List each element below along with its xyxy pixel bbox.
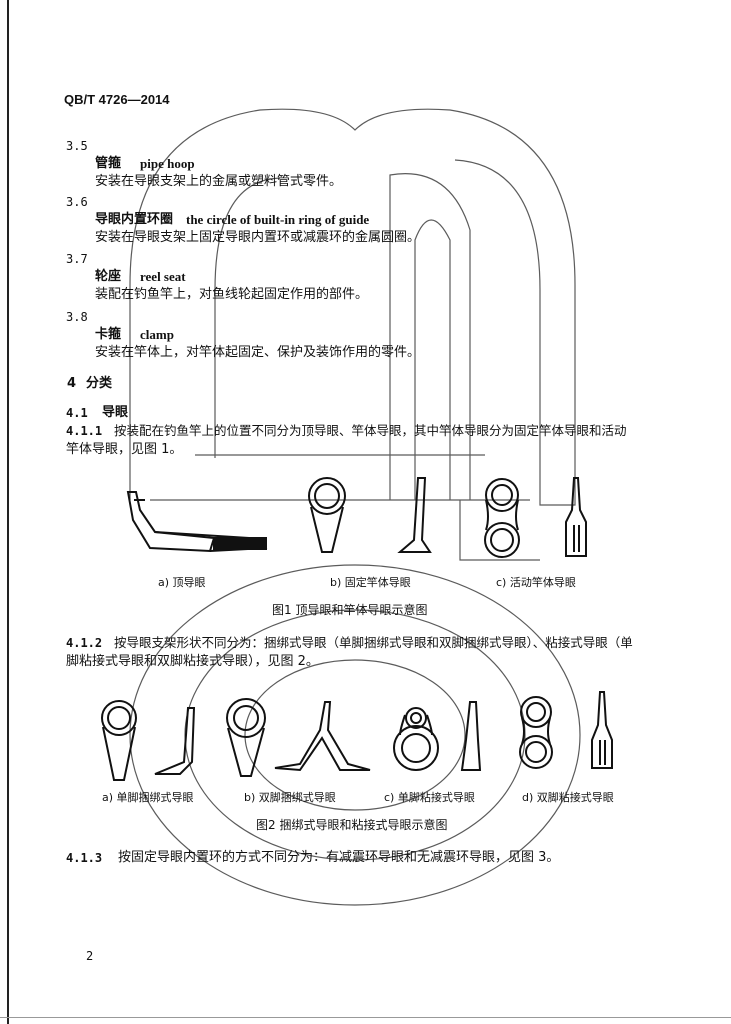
fixed-body-guide-drawing	[308, 477, 432, 553]
figure-caption: c) 单脚粘接式导眼	[384, 791, 475, 804]
double-foot-binding-guide-drawing	[226, 698, 371, 777]
figure-caption: c) 活动竿体导眼	[496, 576, 576, 589]
figure-caption: a) 顶导眼	[158, 576, 206, 589]
section-number: 3.6	[66, 195, 88, 209]
figure-title: 图1 顶导眼和竿体导眼示意图	[272, 603, 428, 617]
term-definition: 安装在竿体上，对竿体起固定、保护及装饰作用的零件。	[95, 345, 421, 360]
figure-title: 图2 捆绑式导眼和粘接式导眼示意图	[256, 818, 448, 832]
term-chinese: 管箍	[95, 156, 122, 171]
paragraph-number: 4.1.1	[66, 424, 103, 438]
single-foot-glued-guide-drawing	[393, 701, 482, 771]
section-number: 3.7	[66, 252, 88, 266]
paragraph-text: 按装配在钓鱼竿上的位置不同分为顶导眼、竿体导眼，其中竿体导眼分为固定竿体导眼和活…	[114, 423, 627, 438]
term-definition: 装配在钓鱼竿上，对鱼线轮起固定作用的部件。	[95, 287, 369, 302]
term-english: reel seat	[140, 269, 186, 284]
term-definition: 安装在导眼支架上的金属或塑料管式零件。	[95, 174, 343, 189]
term-chinese: 轮座	[95, 269, 122, 284]
paragraph-text: 按导眼支架形状不同分为：捆绑式导眼（单脚捆绑式导眼和双脚捆绑式导眼）、粘接式导眼…	[114, 635, 633, 650]
section-number: 3.5	[66, 139, 88, 153]
paragraph-text: 竿体导眼，见图 1。	[66, 442, 183, 457]
section-number: 4	[67, 376, 77, 391]
paragraph-text: 按固定导眼内置环的方式不同分为：有减震环导眼和无减震环导眼，见图 3。	[118, 850, 560, 865]
section-number: 4.1	[66, 406, 88, 420]
term-english: pipe hoop	[140, 156, 195, 171]
single-foot-binding-guide-drawing	[101, 700, 196, 781]
section-title: 分类	[86, 376, 113, 391]
movable-body-guide-drawing	[484, 477, 587, 558]
term-english: clamp	[140, 327, 174, 342]
figure-caption: b) 固定竿体导眼	[330, 576, 411, 589]
figure-caption: d) 双脚粘接式导眼	[522, 791, 614, 804]
top-guide-drawing	[126, 491, 268, 553]
scan-bottom-border	[0, 1017, 731, 1018]
section-number: 3.8	[66, 310, 88, 324]
term-english: the circle of built-in ring of guide	[186, 212, 370, 227]
paragraph-number: 4.1.3	[66, 851, 103, 865]
document-code: QB/T 4726—2014	[64, 92, 170, 107]
section-title: 导眼	[102, 405, 129, 420]
term-definition: 安装在导眼支架上固定导眼内置环或减震环的金属圆圈。	[95, 230, 421, 245]
paragraph-number: 4.1.2	[66, 636, 103, 650]
double-foot-glued-guide-drawing	[519, 691, 613, 769]
figure-caption: a) 单脚捆绑式导眼	[102, 791, 194, 804]
term-chinese: 导眼内置环圈	[95, 212, 174, 227]
term-chinese: 卡箍	[95, 327, 122, 342]
scan-left-border	[7, 0, 9, 1024]
figure-caption: b) 双脚捆绑式导眼	[244, 791, 336, 804]
page-number: 2	[86, 949, 94, 963]
paragraph-text: 脚粘接式导眼和双脚粘接式导眼），见图 2。	[66, 654, 319, 669]
